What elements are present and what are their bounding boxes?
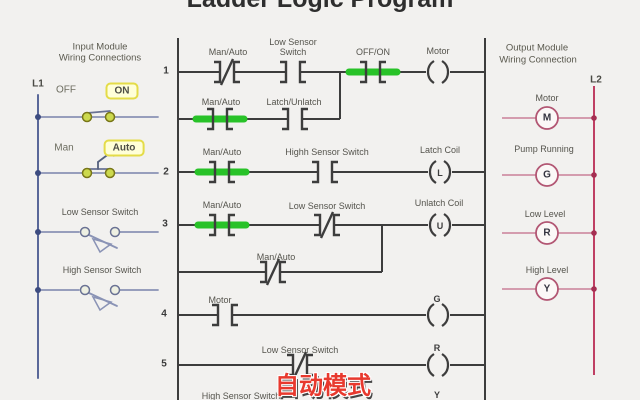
high-sensor-switch-symbol bbox=[37, 289, 159, 312]
high-level-output-circle bbox=[535, 277, 559, 301]
output-module-graphics bbox=[502, 86, 597, 375]
rung2-contact2-label: Highh Sensor Switch bbox=[285, 147, 369, 157]
on-state-badge: ON bbox=[105, 82, 139, 100]
rung2-coil-letter: L bbox=[437, 168, 443, 178]
rung-number-2: 2 bbox=[163, 166, 169, 178]
branch3-contact1-label: Man/Auto bbox=[256, 252, 296, 262]
output-motor-label: Motor bbox=[535, 93, 559, 103]
rung3-coil-letter: U bbox=[436, 221, 444, 231]
output-module-header-line2: Wiring Connection bbox=[499, 54, 577, 66]
page-title: Ladder Logic Program bbox=[187, 0, 454, 14]
output-high-level-label: High Level bbox=[525, 265, 569, 275]
input-module-header-line2: Wiring Connections bbox=[58, 52, 142, 64]
output-motor-letter: M bbox=[542, 112, 552, 124]
pump-running-output-circle bbox=[535, 163, 559, 187]
rung2-coil-label: Latch Coil bbox=[419, 145, 461, 155]
rung1-contact2-label-line2: Switch bbox=[279, 47, 307, 57]
off-label: OFF bbox=[56, 84, 76, 96]
output-module-header-line1: Output Module bbox=[505, 42, 569, 54]
rung6-coil-letter: Y bbox=[433, 390, 441, 400]
man-label: Man bbox=[54, 142, 74, 154]
rung2-contact1-label: Man/Auto bbox=[202, 147, 242, 157]
input-module-header-line1: Input Module bbox=[72, 41, 128, 53]
output-high-level-letter: Y bbox=[543, 283, 551, 295]
overlay-caption: 自动模式 bbox=[275, 372, 371, 400]
rung4-coil-letter: G bbox=[433, 294, 441, 304]
l1-rail-label: L1 bbox=[32, 78, 44, 90]
rung1-contact2-label-line1: Low Sensor bbox=[269, 37, 317, 47]
rung6-contact1-label: High Sensor Switch bbox=[201, 391, 281, 400]
low-sensor-switch-label: Low Sensor Switch bbox=[61, 207, 139, 217]
low-level-output-circle bbox=[535, 221, 559, 245]
contact-symbols bbox=[207, 58, 386, 379]
rung4-contact1-label: Motor bbox=[208, 295, 232, 305]
rung3-coil-label: Unlatch Coil bbox=[414, 198, 464, 208]
rung5-contact1-label: Low Sensor Switch bbox=[261, 345, 339, 355]
high-sensor-switch-label: High Sensor Switch bbox=[62, 265, 142, 275]
auto-state-badge: Auto bbox=[103, 139, 145, 157]
energized-highlights bbox=[192, 68, 401, 229]
rung5-coil-letter: R bbox=[433, 343, 441, 353]
branch1-contact1-label: Man/Auto bbox=[201, 97, 241, 107]
motor-output-circle bbox=[535, 106, 559, 130]
low-sensor-switch-symbol bbox=[37, 231, 159, 254]
wire-gaps bbox=[219, 68, 452, 369]
rung1-contact3-label: OFF/ON bbox=[356, 47, 390, 57]
rung-number-1: 1 bbox=[163, 65, 169, 77]
output-low-level-label: Low Level bbox=[524, 209, 566, 219]
output-low-level-letter: R bbox=[543, 227, 551, 239]
rung3-contact2-label: Low Sensor Switch bbox=[288, 201, 366, 211]
off-on-switch-blade bbox=[86, 110, 111, 114]
l2-rail-label: L2 bbox=[590, 74, 602, 86]
rung-number-5: 5 bbox=[161, 358, 167, 370]
coil-symbols bbox=[426, 60, 452, 377]
input-module-graphics bbox=[35, 94, 159, 379]
rung1-coil-label: Motor bbox=[426, 46, 450, 56]
output-pump-running-letter: G bbox=[543, 169, 551, 181]
rung-number-3: 3 bbox=[162, 218, 168, 230]
rung1-contact1-label: Man/Auto bbox=[208, 47, 248, 57]
rung-number-4: 4 bbox=[161, 308, 167, 320]
output-pump-running-label: Pump Running bbox=[514, 144, 574, 154]
branch1-contact2-label: Latch/Unlatch bbox=[266, 97, 322, 107]
rung3-contact1-label: Man/Auto bbox=[202, 200, 242, 210]
